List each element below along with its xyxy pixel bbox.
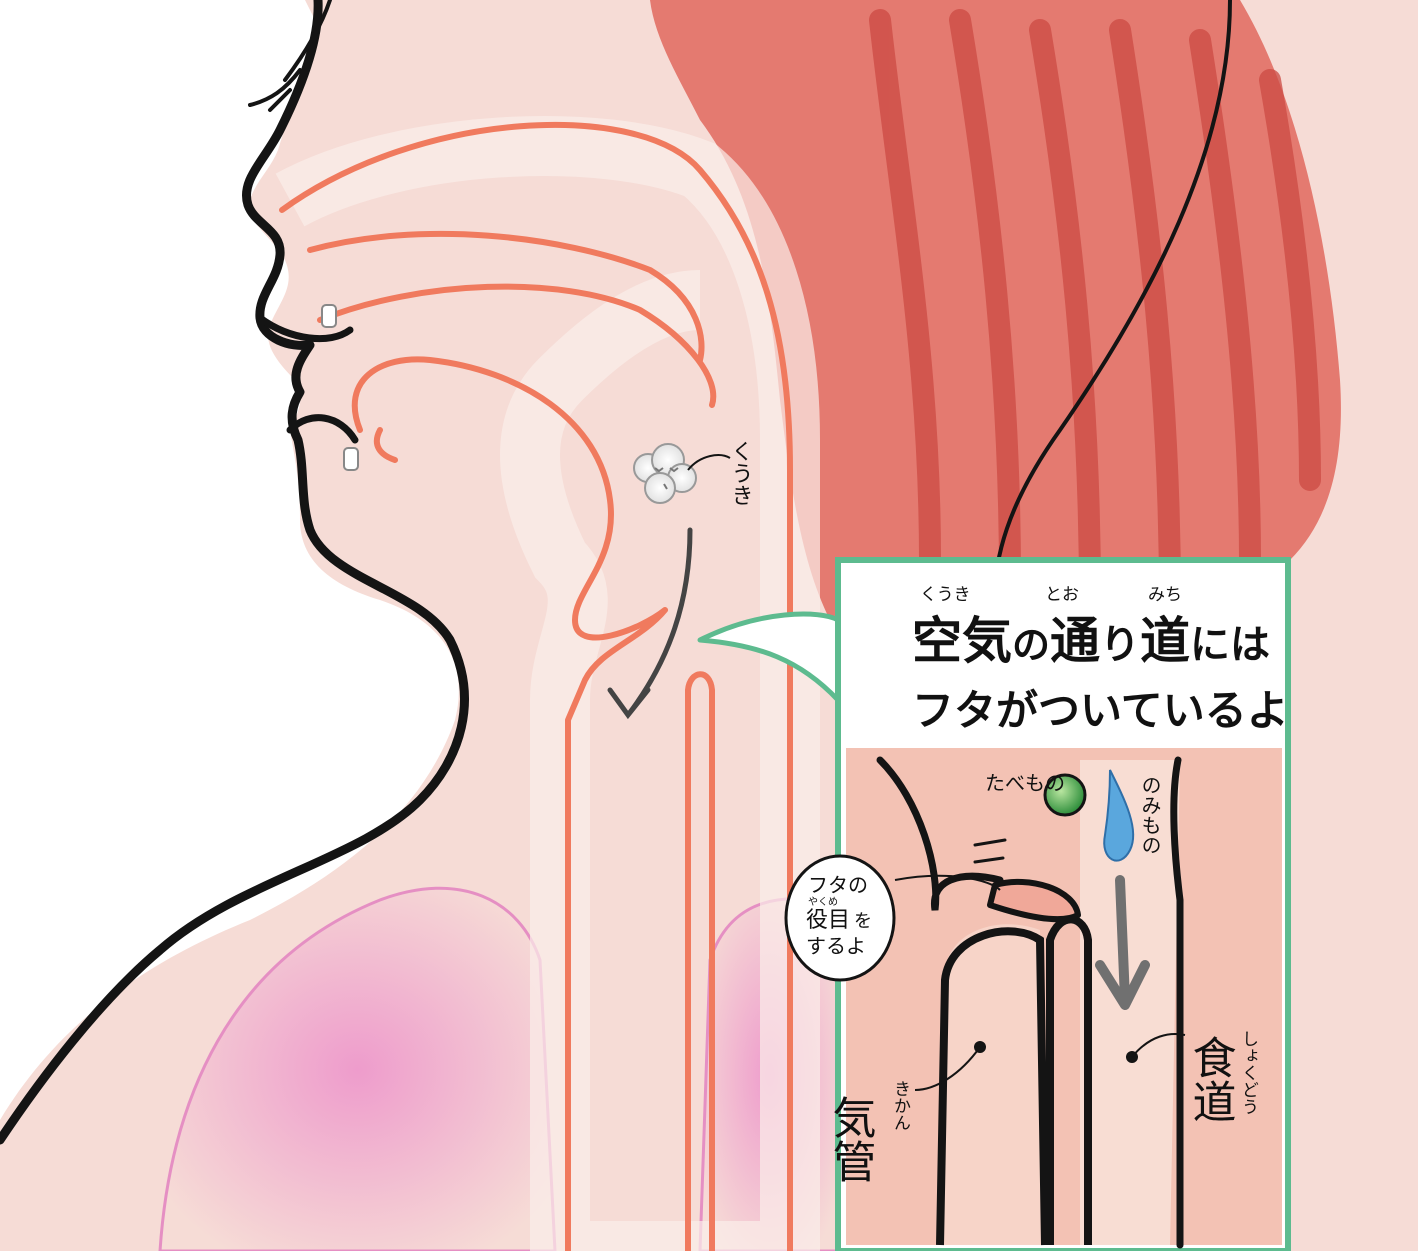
svg-text:気管: 気管 (825, 1095, 876, 1183)
lower-tooth (344, 448, 358, 470)
svg-text:を: を (854, 911, 872, 932)
svg-text:きかん: きかん (890, 1080, 910, 1131)
callout-title-line2: フタがついているよ (912, 686, 1289, 735)
svg-text:しょくどう: しょくどう (1238, 1030, 1258, 1115)
svg-text:食道: 食道 (1185, 1035, 1236, 1123)
svg-text:とお: とお (1045, 585, 1079, 605)
svg-text:フタの: フタの (808, 873, 868, 897)
air-label: くうき (728, 440, 753, 506)
drink-label: のみもの (1138, 775, 1162, 855)
svg-text:するよ: するよ (806, 934, 866, 958)
svg-text:役目: 役目 (806, 908, 850, 933)
svg-text:くうき: くうき (920, 585, 971, 605)
esophagus-label: 食道 しょくどう (1185, 1030, 1259, 1123)
svg-text:やくめ: やくめ (808, 896, 838, 908)
upper-tooth (322, 305, 336, 327)
food-label: たべもの (985, 771, 1065, 795)
svg-text:みち: みち (1148, 585, 1182, 605)
inset-illustration (846, 748, 1282, 1245)
